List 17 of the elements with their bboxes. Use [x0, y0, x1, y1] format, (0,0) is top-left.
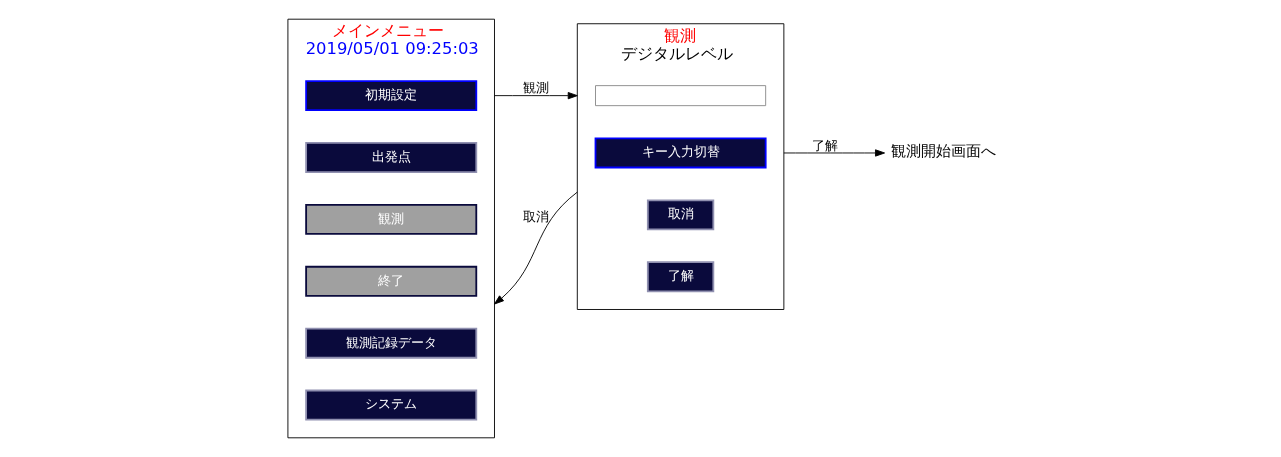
- arrow: [782, 149, 885, 157]
- node-box: 了解: [646, 261, 714, 293]
- arrow: [493, 92, 578, 100]
- node-box: 観測: [304, 203, 477, 235]
- node-box: キー入力切替: [594, 137, 767, 169]
- node-box: 終了: [304, 265, 477, 297]
- node-text: 観測開始画面へ: [890, 142, 996, 160]
- node-box: 取消: [646, 199, 714, 231]
- node-box: 観測記録データ: [304, 327, 477, 359]
- arrow: [493, 191, 578, 305]
- node-box: システム: [304, 389, 477, 421]
- node-box: 初期設定: [304, 80, 477, 112]
- node-box: [594, 85, 766, 107]
- edge-label: 観測: [522, 80, 549, 96]
- edge-label: 取消: [522, 208, 549, 224]
- edge-label: 了解: [811, 137, 838, 153]
- node-box: 出発点: [304, 142, 477, 173]
